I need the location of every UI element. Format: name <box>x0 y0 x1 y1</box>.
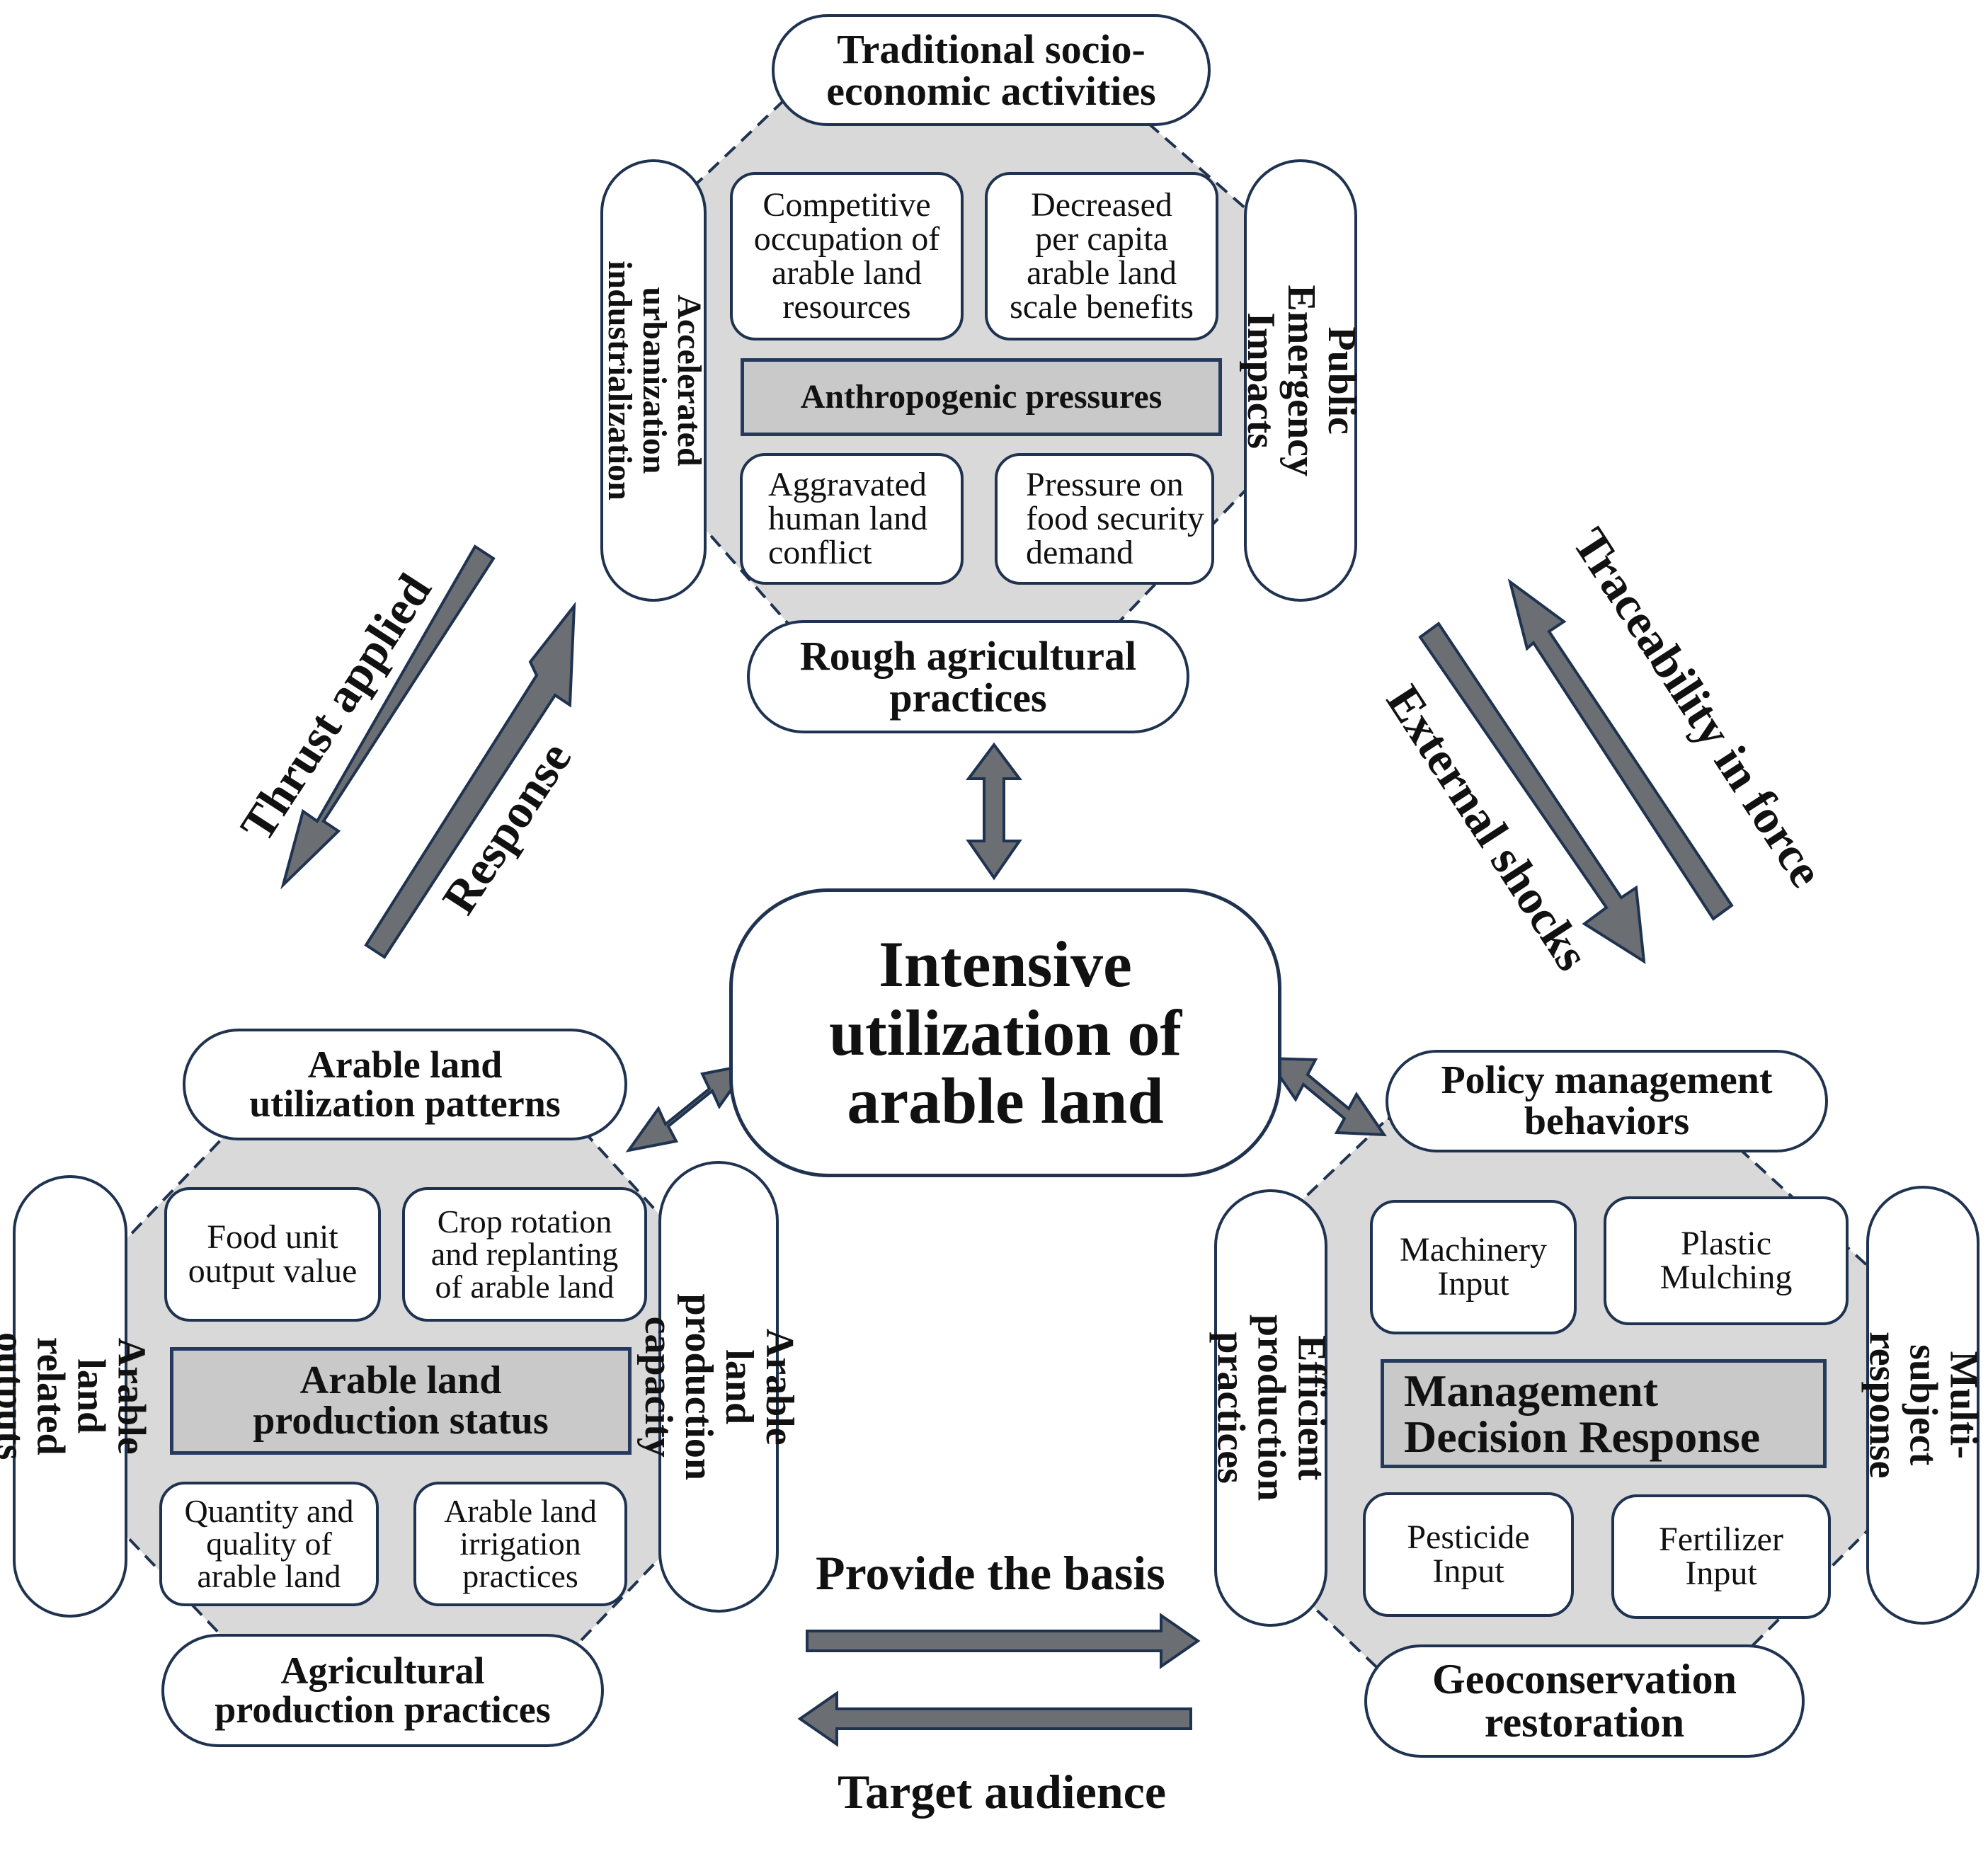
production-capacity-label: Arable land production capacity <box>636 1293 802 1480</box>
quantity-quality-label: Quantity and quality of arable land <box>184 1493 354 1594</box>
management-decision-box: Management Decision Response <box>1381 1359 1827 1468</box>
fertilizer-input-label: Fertilizer Input <box>1659 1521 1783 1592</box>
agricultural-practices-node: Agricultural production practices <box>161 1634 604 1747</box>
human-land-conflict-box: Aggravated human land conflict <box>740 453 964 585</box>
intensive-utilization-node: Intensive utilization of arable land <box>729 888 1281 1177</box>
top-center-double-arrow <box>966 742 1022 881</box>
production-status-label: Arable land production status <box>253 1358 549 1443</box>
pesticide-input-label: Pesticide Input <box>1407 1518 1530 1590</box>
urbanization-node: Accelerated urbanization industrializati… <box>600 159 707 602</box>
provide-basis-label: Provide the basis <box>816 1546 1165 1600</box>
geoconservation-label: Geoconservation restoration <box>1432 1655 1737 1746</box>
competitive-occupation-label: Competitive occupation of arable land re… <box>753 186 940 326</box>
human-land-conflict-label: Aggravated human land conflict <box>768 466 928 571</box>
multi-subject-node: Multi-subject response <box>1861 1186 1986 1625</box>
right-center-double-arrow <box>1264 1056 1387 1137</box>
decreased-scale-label: Decreased per capita arable land scale b… <box>1010 186 1194 326</box>
utilization-patterns-label: Arable land utilization patterns <box>249 1043 561 1125</box>
intensive-utilization-label: Intensive utilization of arable land <box>828 928 1182 1138</box>
response-arrow <box>364 601 576 959</box>
quantity-quality-box: Quantity and quality of arable land <box>159 1482 379 1606</box>
crop-rotation-box: Crop rotation and replanting of arable l… <box>402 1187 647 1322</box>
traditional-activities-label: Traditional socio- economic activities <box>826 25 1156 114</box>
food-security-label: Pressure on food security demand <box>1026 466 1204 571</box>
plastic-mulching-label: Plastic Mulching <box>1659 1225 1793 1296</box>
anthropogenic-pressures-box: Anthropogenic pressures <box>741 358 1222 436</box>
competitive-occupation-box: Competitive occupation of arable land re… <box>730 172 964 341</box>
policy-management-node: Policy management behaviors <box>1386 1050 1828 1152</box>
food-security-box: Pressure on food security demand <box>995 453 1214 585</box>
machinery-input-label: Machinery Input <box>1400 1231 1547 1303</box>
target-audience-arrow <box>797 1690 1192 1747</box>
efficient-practices-label: Efficient production practices <box>1209 1315 1334 1501</box>
public-emergency-label: Public Emergency Impacts <box>1238 285 1364 476</box>
policy-management-label: Policy management behaviors <box>1441 1058 1773 1143</box>
fertilizer-input-box: Fertilizer Input <box>1611 1494 1831 1619</box>
thrust-arrow <box>280 544 496 890</box>
external-shocks-arrow <box>1418 622 1646 964</box>
irrigation-practices-label: Arable land irrigation practices <box>444 1493 597 1594</box>
traditional-activities-node: Traditional socio- economic activities <box>772 14 1211 126</box>
plastic-mulching-box: Plastic Mulching <box>1604 1196 1849 1325</box>
management-decision-label: Management Decision Response <box>1404 1365 1761 1462</box>
machinery-input-box: Machinery Input <box>1370 1200 1577 1334</box>
decreased-scale-box: Decreased per capita arable land scale b… <box>985 172 1218 341</box>
geoconservation-node: Geoconservation restoration <box>1364 1644 1805 1758</box>
production-capacity-node: Arable land production capacity <box>636 1161 801 1613</box>
production-status-box: Arable land production status <box>170 1347 632 1455</box>
multi-subject-label: Multi-subject response <box>1861 1332 1986 1479</box>
traceability-arrow <box>1507 578 1734 921</box>
efficient-practices-node: Efficient production practices <box>1209 1189 1334 1627</box>
target-audience-label: Target audience <box>838 1765 1167 1819</box>
rough-practices-label: Rough agricultural practices <box>799 632 1137 721</box>
irrigation-practices-box: Arable land irrigation practices <box>413 1482 627 1606</box>
food-unit-output-label: Food unit output value <box>188 1218 358 1290</box>
crop-rotation-label: Crop rotation and replanting of arable l… <box>430 1203 619 1305</box>
related-outputs-node: Arable land related outputs <box>0 1175 153 1618</box>
rough-practices-node: Rough agricultural practices <box>747 620 1189 733</box>
utilization-patterns-node: Arable land utilization patterns <box>183 1029 627 1140</box>
related-outputs-label: Arable land related outputs <box>0 1332 154 1460</box>
pesticide-input-box: Pesticide Input <box>1363 1492 1574 1617</box>
food-unit-output-box: Food unit output value <box>164 1187 381 1322</box>
public-emergency-node: Public Emergency Impacts <box>1238 159 1364 602</box>
provide-basis-arrow <box>806 1613 1201 1669</box>
agricultural-practices-label: Agricultural production practices <box>215 1649 551 1731</box>
urbanization-label: Accelerated urbanization industrializati… <box>600 261 708 500</box>
anthropogenic-pressures-label: Anthropogenic pressures <box>800 377 1162 416</box>
